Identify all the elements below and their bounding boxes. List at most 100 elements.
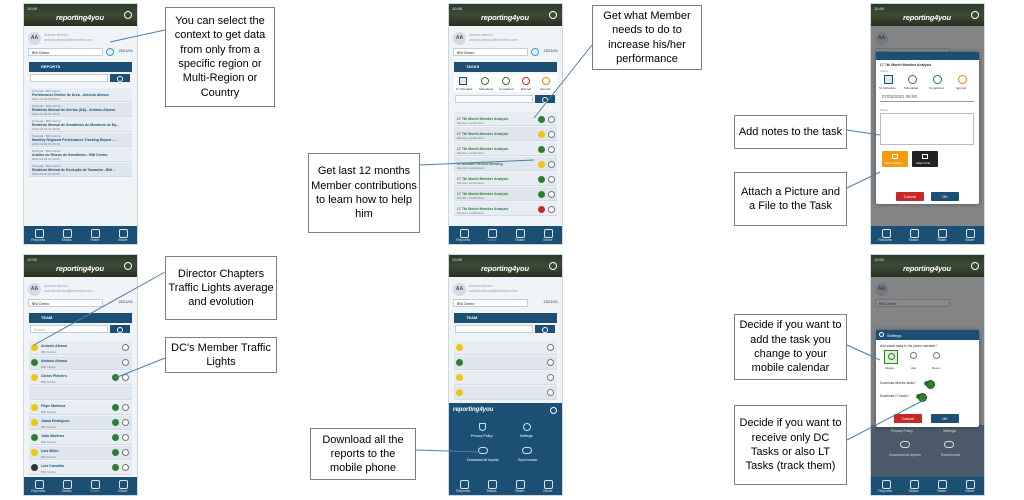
option-always[interactable] [884,350,898,364]
list-item[interactable]: LT Member Review Meeting Member contribu… [454,157,557,171]
nav-tasks[interactable]: Tasks [899,226,927,244]
nav-reports[interactable]: Reports [449,226,477,244]
sync-icon[interactable] [531,48,539,56]
option-ask[interactable] [907,350,921,364]
cancel-button[interactable]: Cancel [894,414,922,423]
list-item[interactable]: Filipe Martinez BNI Centro [29,401,132,415]
nav-team[interactable]: Team [81,477,109,495]
menu-settings[interactable]: Settings [520,434,533,438]
search-input[interactable] [455,325,533,333]
tab-completed[interactable]: Completed [929,86,944,90]
ignored-icon[interactable] [958,75,967,84]
cancel-button[interactable]: Cancel [896,192,924,201]
chevron-down-icon[interactable] [547,344,554,351]
chevron-down-icon[interactable] [547,359,554,366]
chevron-down-icon[interactable] [122,404,129,411]
tab-scheduled[interactable]: Scheduled [904,86,919,90]
list-item[interactable] [454,341,557,355]
list-item[interactable]: LT 7th Month Member Analysis Member cont… [454,187,557,201]
info-icon[interactable] [548,206,555,213]
list-item[interactable] [29,386,132,400]
chevron-down-icon[interactable] [122,434,129,441]
info-icon[interactable] [548,146,555,153]
search-input[interactable] [455,95,533,103]
ok-button[interactable]: OK [931,192,959,201]
nav-reports[interactable]: Reports [871,226,899,244]
list-item[interactable]: Antonio Afonso BNI Centro [29,341,132,355]
search-input[interactable] [30,74,108,82]
chevron-down-icon[interactable] [122,359,129,366]
nav-more[interactable]: More [956,477,984,495]
tab-scheduled[interactable]: Scheduled [479,87,494,91]
chevron-down-icon[interactable] [122,419,129,426]
tab-to-schedule[interactable]: To Schedule [879,86,896,90]
nav-tasks[interactable]: Tasks [477,477,505,495]
list-item[interactable]: Portugal - BNI Centro Performance Direto… [29,88,132,102]
list-item[interactable]: LT 7th Month Member Analysis Member cont… [454,172,557,186]
list-item[interactable]: Portugal - BNI Centro Relatório Mensal d… [29,118,132,132]
nav-team[interactable]: Team [81,226,109,244]
sync-icon[interactable] [106,48,114,56]
info-icon[interactable] [548,191,555,198]
context-select[interactable]: BNI Centro [28,299,103,307]
info-icon[interactable] [548,131,555,138]
list-item[interactable] [454,356,557,370]
nav-tasks[interactable]: Tasks [477,226,505,244]
nav-reports[interactable]: Reports [871,477,899,495]
check-icon[interactable] [933,75,942,84]
chevron-down-icon[interactable] [122,344,129,351]
nav-team[interactable]: Team [928,226,956,244]
context-select[interactable]: BNI Centro [453,299,528,307]
list-item[interactable]: Portugal - BNI Centro Relatório Mensal d… [29,103,132,117]
info-icon[interactable] [548,161,555,168]
list-item[interactable]: João Martinez BNI Centro [29,431,132,445]
list-item[interactable]: LT 7th Month Member Analysis Member cont… [454,202,557,216]
nav-more[interactable]: More [109,477,137,495]
nav-team[interactable]: Team [928,477,956,495]
ok-button[interactable]: OK [931,414,959,423]
power-icon[interactable] [549,262,557,270]
power-icon[interactable] [971,11,979,19]
attach-file-button[interactable]: Attach File [912,151,938,167]
list-item[interactable]: Portugal - BNI Centro Análise de Riscos … [29,148,132,162]
list-item[interactable]: Luís Miller BNI Centro [29,446,132,460]
list-item[interactable]: Joana Rodrigues BNI Centro [29,416,132,430]
download-director-toggle[interactable] [924,380,935,389]
list-item[interactable]: Portugal - BNI Centro Relatório Mensal d… [29,163,132,177]
list-item[interactable] [454,386,557,400]
search-button[interactable] [110,74,130,82]
chevron-down-icon[interactable] [122,449,129,456]
nav-tasks[interactable]: Tasks [52,477,80,495]
tab-ignored[interactable]: Ignored [956,86,967,90]
nav-reports[interactable]: Reports [24,226,52,244]
download-lt-toggle[interactable] [916,393,927,402]
nav-more[interactable]: More [109,226,137,244]
nav-more[interactable]: More [534,477,562,495]
power-icon[interactable] [971,262,979,270]
list-item[interactable]: Carlos Pinheiro BNI Centro [29,371,132,385]
chevron-down-icon[interactable] [547,374,554,381]
nav-more[interactable]: More [534,226,562,244]
nav-tasks[interactable]: Tasks [899,477,927,495]
search-button[interactable] [110,325,130,333]
list-item[interactable] [454,371,557,385]
nav-reports[interactable]: Reports [449,477,477,495]
list-item[interactable]: LT 7th Month Member Analysis Member cont… [454,127,557,141]
tab-ignored[interactable]: Ignored [540,87,551,91]
calendar-icon[interactable] [884,75,893,84]
search-input[interactable]: Search [30,325,108,333]
power-icon[interactable] [124,11,132,19]
chevron-down-icon[interactable] [547,389,554,396]
nav-team[interactable]: Team [506,477,534,495]
tab-expired[interactable]: Expired [521,87,532,91]
info-icon[interactable] [548,176,555,183]
clock-icon[interactable] [908,75,917,84]
chevron-down-icon[interactable] [122,464,129,471]
menu-privacy-policy[interactable]: Privacy Policy [471,434,493,438]
nav-team[interactable]: Team [506,226,534,244]
list-item[interactable]: Portugal - BNI Centro Monthly Regional P… [29,133,132,147]
list-item[interactable]: LT 7th Month Member Analysis Member cont… [454,112,557,126]
menu-synchronize[interactable]: Synchronize [518,458,538,462]
search-button[interactable] [535,95,555,103]
menu-download-all-reports[interactable]: Download all reports [467,458,499,462]
